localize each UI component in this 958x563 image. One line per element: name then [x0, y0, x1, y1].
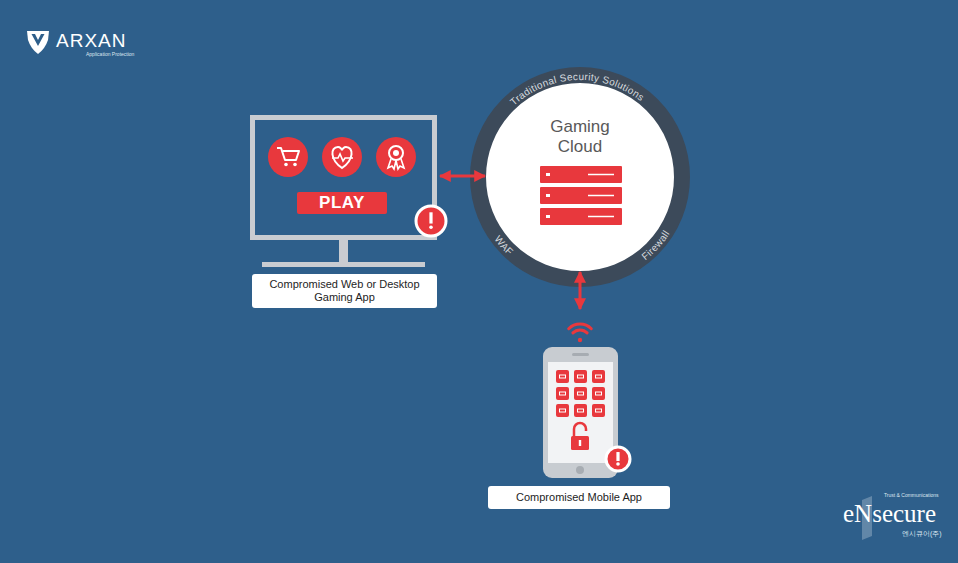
server-unit: [546, 194, 550, 197]
server-unit: [540, 187, 622, 204]
app-icon-grid: [574, 387, 587, 400]
app-icon-grid: [560, 409, 566, 412]
app-icon-grid: [556, 404, 569, 417]
app-icon-grid: [592, 387, 605, 400]
app-icon-grid: [578, 409, 584, 412]
award-icon: [388, 159, 404, 169]
award-icon: [393, 150, 399, 156]
brand-logo-text: eNsecure: [843, 499, 936, 529]
phone-body: [548, 362, 613, 463]
server-unit: [540, 187, 622, 204]
ring-label: WAF: [492, 234, 515, 258]
brand-tagline: Trust & Communications: [884, 492, 939, 498]
warning-badge: [429, 212, 432, 223]
wifi-signal: [569, 324, 592, 329]
app-icon-grid: [556, 370, 605, 417]
wifi-signal: [573, 330, 587, 333]
ring-label: Firewall: [640, 228, 672, 262]
monitor-frame: [262, 262, 425, 267]
mobile-phone-node-outline: [488, 312, 670, 512]
heart-icon: [322, 137, 362, 177]
gaming-cloud-circle: Gaming CloudTraditional Security Solutio…: [470, 67, 690, 287]
app-icon-grid: [560, 392, 566, 395]
cloud-ring: [478, 75, 682, 279]
cart-icon: [268, 137, 308, 177]
server-unit: [540, 208, 622, 225]
server-unit: [588, 174, 614, 176]
arxan-shield-logo: [32, 34, 45, 46]
play-button: PLAY: [297, 192, 387, 214]
app-icon-grid: [574, 404, 587, 417]
open-padlock: [574, 423, 586, 436]
wifi-signal: [569, 324, 592, 342]
app-icon-grid: [574, 370, 587, 383]
app-icon-grid: [596, 409, 602, 412]
brand-tagline: Application Protection: [86, 51, 134, 57]
cloud-title: Gaming Cloud: [540, 117, 620, 157]
app-label: Compromised Web or Desktop Gaming App: [252, 274, 437, 308]
arxan-shield-logo: [27, 31, 49, 54]
play-button-text: PLAY: [297, 192, 387, 214]
warning-badge: [429, 226, 433, 230]
open-padlock: [571, 423, 589, 450]
monitor-frame: [339, 240, 348, 262]
app-icon-grid: [556, 387, 569, 400]
monitor-frame: [253, 118, 435, 268]
cart-icon: [293, 163, 297, 167]
wifi-signal: [578, 338, 582, 342]
award-icon: [376, 137, 416, 177]
mobile-phone-node: Compromised Mobile App: [488, 312, 670, 512]
warning-badge: [616, 462, 620, 466]
app-icon-grid: [578, 375, 584, 378]
app-icon-grid: [596, 392, 602, 395]
gaming-cloud-circle-outline: [470, 67, 690, 287]
app-icon-grid: [596, 375, 602, 378]
app-icon-grid: [556, 370, 569, 383]
warning-badge: [416, 206, 446, 236]
award-icon: [376, 137, 416, 177]
ring-text-layer: Traditional Security SolutionsWAF Firewal…: [470, 67, 690, 287]
ring-label: Traditional Security Solutions: [508, 71, 647, 108]
app-label: Compromised Mobile App: [488, 486, 670, 509]
brand-tagline: 엔시큐어(주): [902, 530, 942, 538]
server-unit: [546, 173, 550, 176]
open-padlock: [571, 436, 589, 450]
heart-icon: [332, 154, 353, 161]
server-unit: [588, 216, 614, 218]
brand-logo-text: ARXAN: [56, 30, 126, 51]
server-unit: [546, 215, 550, 218]
cart-icon: [277, 148, 299, 160]
warning-badge: [416, 206, 446, 236]
warning-badge: [616, 452, 619, 461]
cart-icon: [284, 163, 288, 167]
server-unit: [540, 208, 622, 225]
heart-icon: [322, 137, 362, 177]
app-icon-grid: [578, 392, 584, 395]
monitor-node: PLAY Compromised Web or Desktop Gaming Ap…: [250, 115, 437, 310]
server-unit: [588, 195, 614, 197]
arxan-shield-logo: [27, 31, 49, 54]
app-icon-grid: [592, 370, 605, 383]
app-icon-grid: [560, 375, 566, 378]
server-unit: [540, 166, 622, 183]
app-icon-grid: [592, 404, 605, 417]
server-unit: [540, 166, 622, 183]
open-padlock: [579, 440, 581, 446]
cloud-ring: [478, 75, 682, 279]
phone-body: [576, 466, 584, 474]
warning-badge: [606, 447, 630, 471]
ring-label: WAF: [492, 234, 515, 258]
cart-icon: [268, 137, 308, 177]
warning-badge: [606, 447, 630, 471]
ring-label: Traditional Security Solutions: [508, 71, 647, 108]
monitor-frame: [253, 118, 435, 238]
ring-label: Firewall: [640, 228, 672, 262]
award-icon: [389, 146, 403, 160]
phone-body: [572, 353, 589, 356]
